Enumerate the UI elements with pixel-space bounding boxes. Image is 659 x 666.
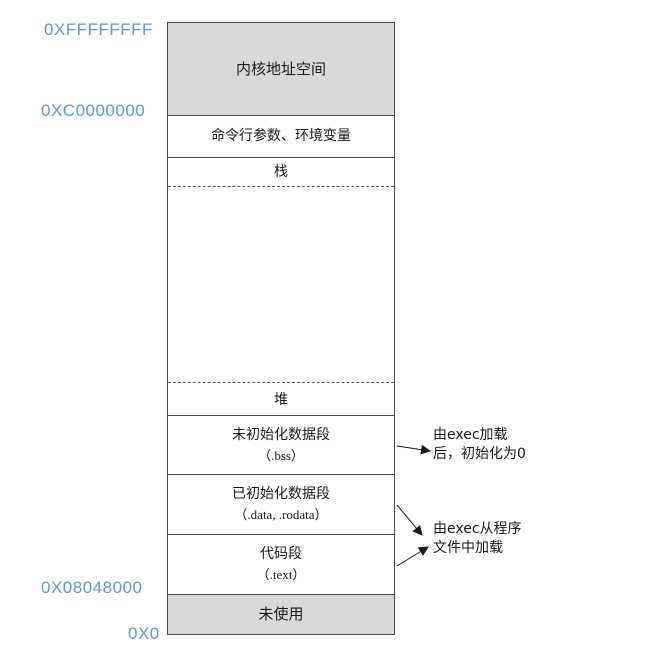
address-kernel-base: 0XC0000000 [41, 101, 146, 120]
kernel-space-label: 内核地址空间 [235, 59, 326, 78]
heap-label-area: 堆 [168, 385, 394, 415]
stack-heap-region: 栈 [168, 157, 394, 417]
args-env-label: 命令行参数、环境变量 [211, 128, 351, 145]
data-label: 已初始化数据段 [232, 486, 330, 503]
bss-note-line-2: 后，初始化为0 [433, 445, 526, 462]
bss-sublabel: （.bss） [258, 447, 304, 463]
address-zero: 0X0 [128, 624, 160, 643]
address-text-base: 0X08048000 [41, 578, 143, 597]
load-note-line-2: 文件中加载 [433, 539, 503, 556]
bss-note-line-1: 由exec加载 [433, 427, 508, 443]
text-label: 代码段 [260, 546, 302, 563]
stack-label: 栈 [274, 164, 288, 180]
load-note-line-1: 由exec从程序 [433, 521, 522, 537]
text-segment: 代码段 （.text） [168, 534, 394, 594]
heap-boundary-dashed-line [168, 382, 394, 383]
unused-segment: 未使用 [168, 594, 394, 634]
address-top: 0XFFFFFFFF [44, 20, 153, 39]
text-sublabel: （.text） [256, 567, 306, 583]
memory-layout-stack: 内核地址空间 命令行参数、环境变量 栈 堆 未初始化数据段 （.bss） 已初始… [167, 22, 395, 635]
text-note-arrow [396, 546, 429, 567]
data-note-arrow [396, 504, 423, 536]
args-env-segment: 命令行参数、环境变量 [168, 115, 394, 157]
data-segment: 已初始化数据段 （.data, .rodata） [168, 474, 394, 534]
unused-label: 未使用 [258, 605, 304, 624]
load-note: 由exec从程序 文件中加载 [433, 520, 522, 558]
heap-label: 堆 [274, 391, 288, 408]
kernel-space-segment: 内核地址空间 [168, 23, 394, 115]
bss-note: 由exec加载 后，初始化为0 [433, 426, 526, 464]
bss-note-arrow [396, 444, 431, 455]
bss-segment: 未初始化数据段 （.bss） [168, 415, 394, 474]
bss-label: 未初始化数据段 [232, 426, 330, 443]
data-sublabel: （.data, .rodata） [234, 507, 328, 523]
stack-boundary-dashed-line [168, 186, 394, 187]
